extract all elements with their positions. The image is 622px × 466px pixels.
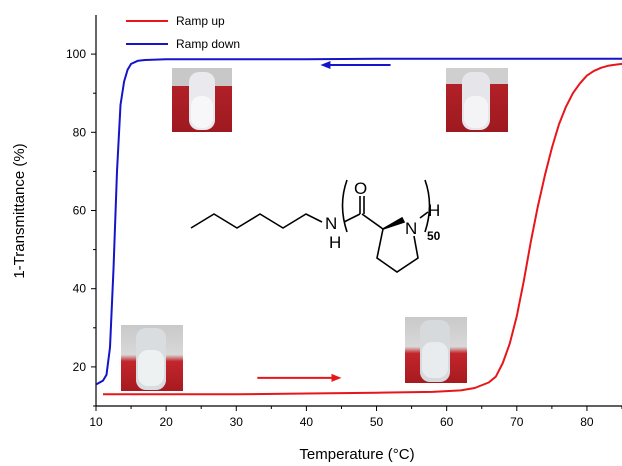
plot-axes: 10 20 30 40 50 60 70 80 20 40 60 80 100	[66, 15, 622, 429]
y-tick-label: 60	[73, 204, 87, 218]
hexyl-chain	[190, 213, 323, 229]
series-line-ramp-up	[103, 62, 622, 396]
vial-photo-hot-bottom	[405, 317, 467, 383]
x-tick-label: 40	[300, 415, 314, 429]
series-layer	[95, 57, 622, 396]
chemical-structure-labels: O N H N H 50	[325, 179, 441, 252]
series-line-ramp-down	[95, 57, 622, 386]
y-tick-label: 40	[73, 282, 87, 296]
x-tick-label: 60	[440, 415, 454, 429]
amide-n-label: N	[325, 214, 337, 233]
arrow-head-left	[320, 61, 331, 70]
annotation-arrows	[257, 61, 391, 382]
x-tick-label: 70	[510, 415, 524, 429]
x-tick-label: 50	[370, 415, 384, 429]
vial-photo-cold-bottom	[121, 325, 183, 391]
ring-n-label: N	[405, 219, 417, 238]
arrow-head-right	[331, 373, 342, 382]
pyrrolidine-ring	[376, 228, 419, 273]
legend: Ramp up Ramp down	[126, 14, 240, 51]
amide-bond	[343, 213, 361, 223]
carbonyl-o-label: O	[354, 179, 367, 198]
legend-label-ramp-up: Ramp up	[176, 14, 225, 28]
x-tick-label: 80	[580, 415, 594, 429]
n-h-bond	[419, 211, 429, 219]
repeat-subscript: 50	[427, 229, 441, 243]
end-h-label: H	[428, 201, 440, 220]
y-axis-title: 1-Transmittance (%)	[11, 143, 28, 278]
y-tick-label: 20	[73, 360, 87, 374]
y-tick-label: 100	[66, 47, 86, 61]
legend-label-ramp-down: Ramp down	[176, 37, 240, 51]
wedge-bond	[382, 216, 406, 230]
left-bracket	[341, 179, 348, 233]
x-tick-label: 30	[230, 415, 244, 429]
x-tick-label: 20	[159, 415, 173, 429]
y-tick-label: 80	[73, 125, 87, 139]
x-axis-title: Temperature (°C)	[299, 446, 414, 463]
right-bracket	[424, 179, 431, 233]
alpha-bond	[361, 213, 384, 230]
vial-photo-hot-top	[446, 68, 508, 132]
vial-photo-cold-top	[172, 68, 232, 132]
amide-h-label: H	[329, 233, 341, 252]
x-tick-label: 10	[89, 415, 103, 429]
chemical-structure	[190, 179, 431, 273]
